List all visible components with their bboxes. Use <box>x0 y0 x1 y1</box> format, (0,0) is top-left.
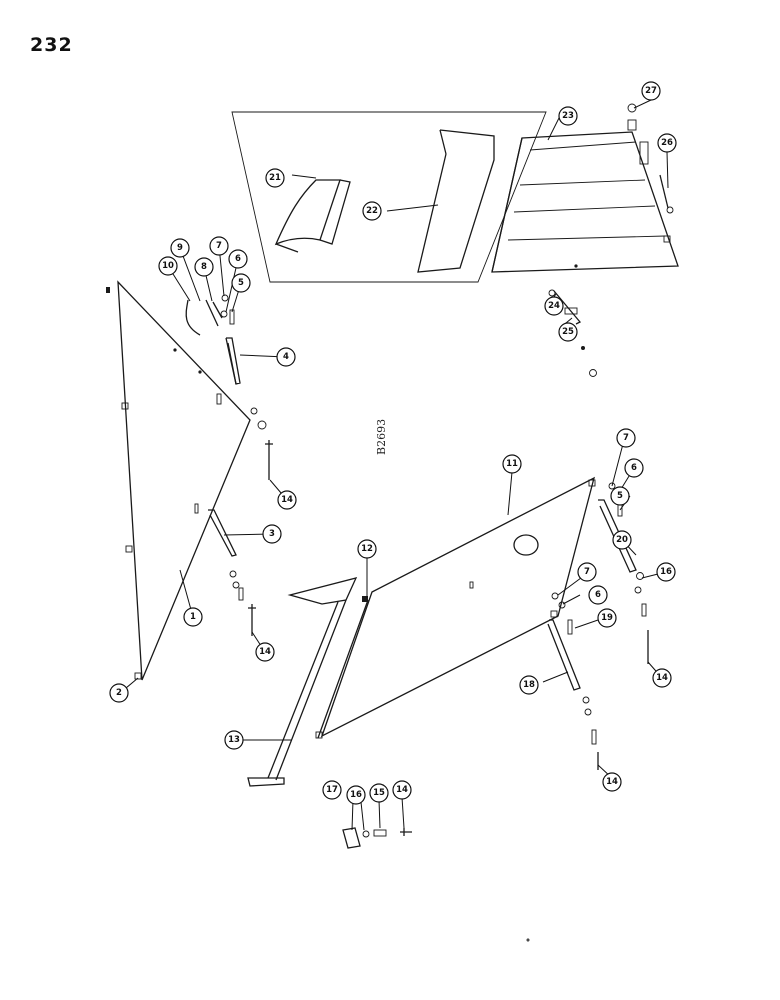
svg-text:16: 16 <box>350 790 362 800</box>
callout-22: 22 <box>362 201 382 221</box>
bracket-3 <box>208 509 237 557</box>
callout-9: 9 <box>170 238 190 258</box>
callout-7-right: 7 <box>616 428 636 448</box>
page-number: 232 <box>30 34 73 56</box>
callout-24: 24 <box>544 296 564 316</box>
callout-14-far-right: 14 <box>652 668 672 688</box>
svg-text:5: 5 <box>617 491 623 501</box>
svg-text:14: 14 <box>396 785 408 795</box>
callout-5-right: 5 <box>610 486 630 506</box>
svg-text:13: 13 <box>228 735 240 745</box>
callout-18: 18 <box>519 675 539 695</box>
svg-text:7: 7 <box>216 241 222 251</box>
callout-15: 15 <box>369 783 389 803</box>
svg-text:6: 6 <box>235 254 241 264</box>
callout-12: 12 <box>357 539 377 559</box>
hardware-23-right <box>627 103 674 214</box>
callout-4: 4 <box>276 347 296 367</box>
bracket-18 <box>547 619 581 691</box>
callout-27: 27 <box>641 81 661 101</box>
upper-right-panel <box>231 111 547 283</box>
svg-text:15: 15 <box>373 788 385 798</box>
callout-11: 11 <box>502 454 522 474</box>
callout-6: 6 <box>228 249 248 269</box>
brace-13 <box>247 577 358 787</box>
callout-23: 23 <box>558 106 578 126</box>
callout-19: 19 <box>597 608 617 628</box>
part-23-box <box>491 131 679 273</box>
callout-3: 3 <box>262 524 282 544</box>
svg-text:14: 14 <box>259 647 271 657</box>
callout-25: 25 <box>558 322 578 342</box>
callout-7-mid: 7 <box>577 562 597 582</box>
callout-26: 26 <box>657 133 677 153</box>
svg-text:11: 11 <box>506 459 518 469</box>
svg-text:14: 14 <box>606 777 618 787</box>
svg-text:26: 26 <box>661 138 673 148</box>
svg-text:4: 4 <box>283 352 289 362</box>
callout-2: 2 <box>109 683 129 703</box>
svg-text:7: 7 <box>584 567 590 577</box>
callout-16-right: 16 <box>656 562 676 582</box>
callout-20: 20 <box>612 530 632 550</box>
svg-text:14: 14 <box>656 673 668 683</box>
parts-24-25 <box>548 289 597 377</box>
svg-text:25: 25 <box>562 327 574 337</box>
callout-5: 5 <box>231 273 251 293</box>
leader-lines <box>125 99 669 831</box>
svg-text:23: 23 <box>562 111 574 121</box>
callout-14-left: 14 <box>255 642 275 662</box>
svg-text:6: 6 <box>631 463 637 473</box>
callout-14-right: 14 <box>602 772 622 792</box>
hardware-3-chain <box>229 570 256 636</box>
svg-text:2: 2 <box>116 688 122 698</box>
svg-text:1: 1 <box>190 612 196 622</box>
svg-text:14: 14 <box>281 495 293 505</box>
svg-text:3: 3 <box>269 529 275 539</box>
svg-text:21: 21 <box>269 173 281 183</box>
bracket-20 <box>598 499 637 573</box>
svg-text:19: 19 <box>601 613 613 623</box>
callout-6-right: 6 <box>624 458 644 478</box>
svg-text:24: 24 <box>548 301 560 311</box>
svg-text:12: 12 <box>361 544 373 554</box>
svg-text:8: 8 <box>201 262 207 272</box>
callout-6-mid: 6 <box>588 585 608 605</box>
panel-11 <box>315 476 596 739</box>
callout-21: 21 <box>265 168 285 188</box>
svg-text:16: 16 <box>660 567 672 577</box>
callout-14-bottom: 14 <box>392 780 412 800</box>
svg-text:6: 6 <box>595 590 601 600</box>
svg-text:5: 5 <box>238 278 244 288</box>
hardware-panel-11 <box>551 482 649 770</box>
callout-14-upper: 14 <box>277 490 297 510</box>
panel-1-triangular <box>106 280 251 681</box>
bracket-4 <box>225 337 241 385</box>
svg-text:9: 9 <box>177 243 183 253</box>
callout-8: 8 <box>194 257 214 277</box>
callout-13: 13 <box>224 730 244 750</box>
callout-16-bottom: 16 <box>346 785 366 805</box>
svg-text:7: 7 <box>623 433 629 443</box>
svg-text:20: 20 <box>616 535 628 545</box>
svg-text:27: 27 <box>645 86 657 96</box>
callout-1: 1 <box>183 607 203 627</box>
svg-text:10: 10 <box>162 261 174 271</box>
svg-text:18: 18 <box>523 680 535 690</box>
hardware-group-bottom <box>342 827 530 942</box>
drawing-code: B2693 <box>375 419 388 455</box>
svg-text:22: 22 <box>366 206 378 216</box>
callout-10: 10 <box>158 256 178 276</box>
svg-text:17: 17 <box>326 785 338 795</box>
hardware-upper-left <box>185 294 273 514</box>
callout-17: 17 <box>322 780 342 800</box>
callout-7: 7 <box>209 236 229 256</box>
